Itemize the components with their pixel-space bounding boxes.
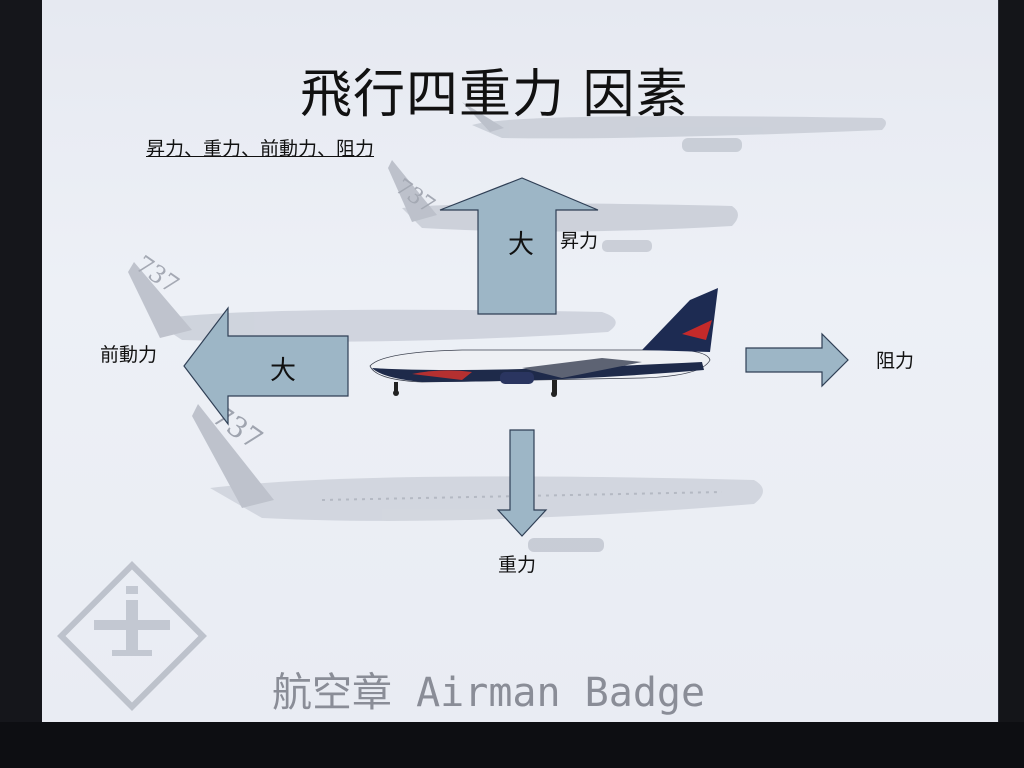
- monitor-bezel-right: [996, 0, 1024, 768]
- lift-label: 昇力: [560, 230, 599, 252]
- thrust-arrow: [183, 306, 349, 426]
- main-airplane: [369, 288, 718, 397]
- thrust-arrow-mark: 大: [270, 356, 297, 386]
- drag-arrow: [745, 332, 849, 388]
- slide-title: 飛行四重力 因素: [300, 65, 689, 125]
- gravity-arrow: [496, 429, 548, 537]
- monitor-bezel-bottom: [0, 722, 1024, 768]
- slide-graphics: 737 737 737: [57, 102, 886, 711]
- ghost-airplane-lower: 737: [192, 399, 763, 552]
- airman-badge-logo: [57, 561, 207, 711]
- drag-label: 阻力: [876, 350, 915, 372]
- slide-screen: 737 737 737: [42, 0, 999, 722]
- slide-subtitle: 昇力、重力、前動力、阻力: [146, 138, 375, 160]
- gravity-label: 重力: [498, 554, 537, 576]
- lift-arrow: [439, 177, 599, 315]
- thrust-label: 前動力: [100, 344, 158, 366]
- ghost-airplane-top: [462, 102, 886, 152]
- footer-caption: 航空章 Airman Badge: [272, 670, 706, 716]
- monitor-bezel-left: [0, 0, 44, 768]
- lift-arrow-mark: 大: [508, 230, 535, 260]
